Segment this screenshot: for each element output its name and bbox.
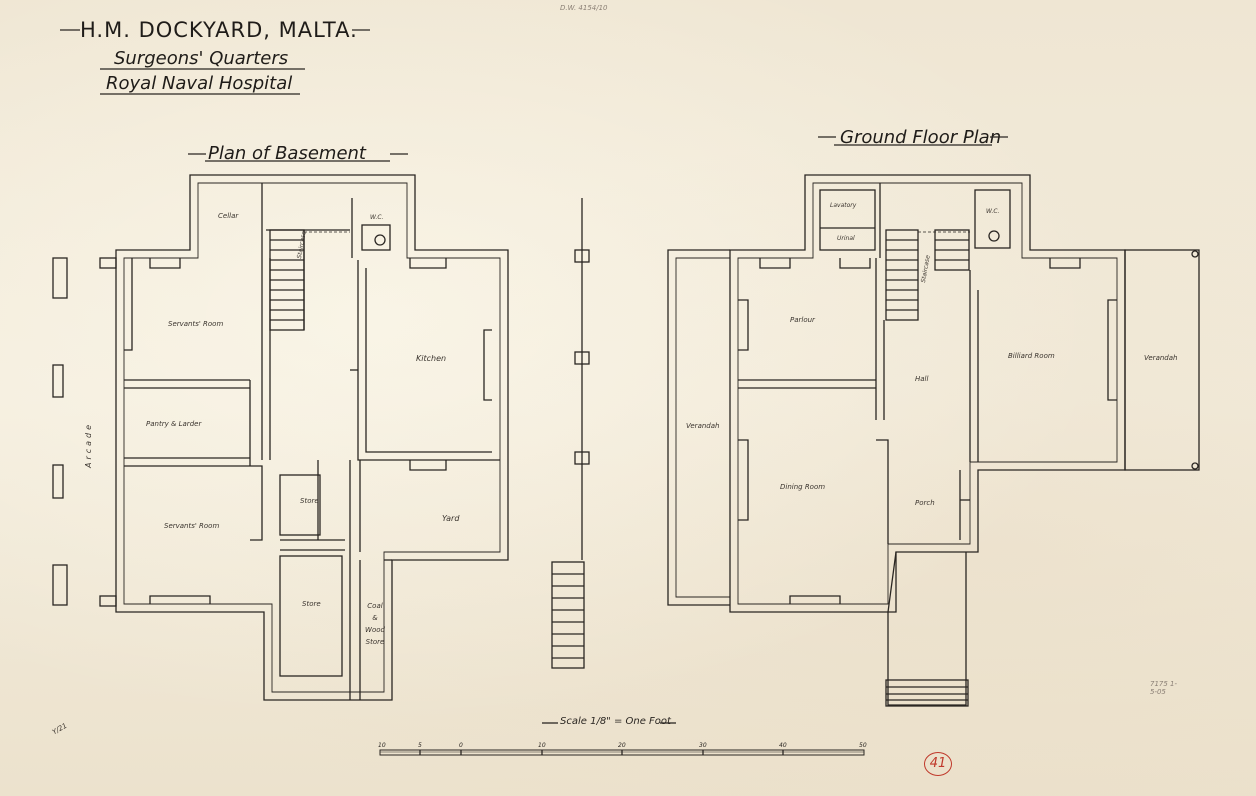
basement-cellar-label: Cellar: [218, 212, 239, 220]
scale-tick: 50: [859, 742, 867, 749]
scale-tick: 10: [378, 742, 386, 749]
basement-wc-label: W.C.: [370, 214, 384, 221]
scale-tick: 0: [459, 742, 463, 749]
scale-tick: 10: [538, 742, 546, 749]
basement-pantry-label: Pantry & Larder: [146, 420, 202, 428]
ground-billiard-room-label: Billiard Room: [1008, 352, 1055, 360]
pencil-note-bottom-right: 7175 1-5-05: [1150, 680, 1178, 696]
basement-arcade-label: Arcade: [84, 421, 93, 468]
basement-kitchen-label: Kitchen: [416, 354, 447, 363]
scale-tick: 40: [779, 742, 787, 749]
ground-dining-room-label: Dining Room: [780, 483, 826, 491]
drawing-subtitle-2: Royal Naval Hospital: [106, 73, 293, 94]
basement-coal-store-label: Coal & Wood Store: [365, 602, 385, 646]
scale-tick: 30: [699, 742, 707, 749]
basement-servants-room-1-label: Servants' Room: [168, 320, 224, 328]
ground-verandah-left-label: Verandah: [686, 422, 720, 430]
basement-plan-title: Plan of Basement: [208, 143, 366, 164]
drawing-title: H.M. DOCKYARD, MALTA.: [80, 18, 358, 42]
sheet-number-stamp: 41: [924, 752, 952, 776]
scale-tick: 5: [418, 742, 422, 749]
basement-yard-label: Yard: [442, 514, 460, 523]
basement-store-1-label: Store: [300, 497, 319, 505]
scale-title: Scale 1/8" = One Foot: [560, 716, 671, 727]
ground-plan-title: Ground Floor Plan: [840, 127, 1002, 148]
ground-urinal-label: Urinal: [837, 235, 855, 242]
scale-tick: 20: [618, 742, 626, 749]
ground-parlour-label: Parlour: [790, 316, 815, 324]
ground-wc-label: W.C.: [986, 208, 1000, 215]
basement-store-2-label: Store: [302, 600, 321, 608]
ground-hall-label: Hall: [915, 375, 929, 383]
basement-servants-room-2-label: Servants' Room: [164, 522, 220, 530]
ground-verandah-right-label: Verandah: [1144, 354, 1178, 362]
ground-lavatory-label: Lavatory: [830, 202, 857, 209]
pencil-note-top: D.W. 4154/10: [560, 4, 608, 12]
ground-porch-label: Porch: [915, 499, 935, 507]
drawing-subtitle-1: Surgeons' Quarters: [114, 48, 289, 69]
